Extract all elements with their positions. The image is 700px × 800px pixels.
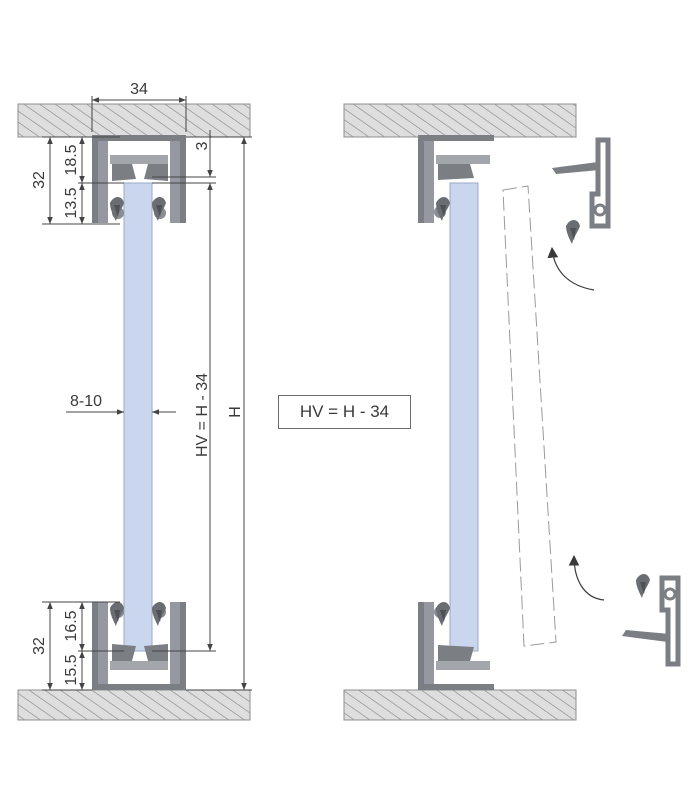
bottom-slab-icon: [17, 689, 251, 721]
dimension-bottom-upper-label: 16.5: [63, 610, 80, 641]
rubber-seal-icon: [436, 602, 450, 626]
top-slab-icon: [17, 103, 251, 138]
dimension-top-gap: [152, 130, 216, 184]
aluminium-profile-icon: [622, 575, 681, 667]
dimension-glass-height-label: HV = H - 34: [194, 373, 211, 457]
formula-box: HV = H - 34: [278, 395, 411, 429]
right-elevation: [343, 103, 681, 721]
left-elevation: 34 32 18.5 13.5 3 HV = H - 34: [17, 81, 252, 721]
rotation-arrow-icon: [547, 246, 595, 291]
dimension-top-left: [42, 136, 124, 225]
rubber-seal-icon: [566, 220, 580, 244]
aluminium-profile-icon: [552, 137, 611, 229]
bottom-slab-icon: [343, 689, 577, 721]
rubber-seal-icon: [636, 574, 650, 598]
dimension-bottom-lower-label: 15.5: [63, 654, 80, 685]
dimension-top-gap-label: 3: [194, 141, 211, 150]
top-slab-icon: [343, 103, 577, 138]
dimension-glass-height: [152, 183, 216, 652]
dimension-top-total-label: 32: [31, 171, 48, 189]
dimension-top-width: [91, 96, 187, 132]
dimension-total-height: [186, 136, 252, 691]
dimension-top-width-label: 34: [130, 81, 148, 98]
rotation-arrow-icon: [568, 554, 605, 601]
dimension-bottom-left: [42, 601, 124, 691]
glass-panel-icon: [449, 182, 479, 652]
glass-panel-icon: [502, 185, 557, 647]
dimension-total-height-label: H: [227, 406, 244, 418]
dimension-bottom-total-label: 32: [31, 637, 48, 655]
glass-panel-icon: [123, 182, 153, 652]
dimension-glass-thickness-label: 8-10: [70, 393, 102, 410]
dimension-top-lower-label: 13.5: [63, 187, 80, 218]
dimension-top-upper-label: 18.5: [63, 144, 80, 175]
